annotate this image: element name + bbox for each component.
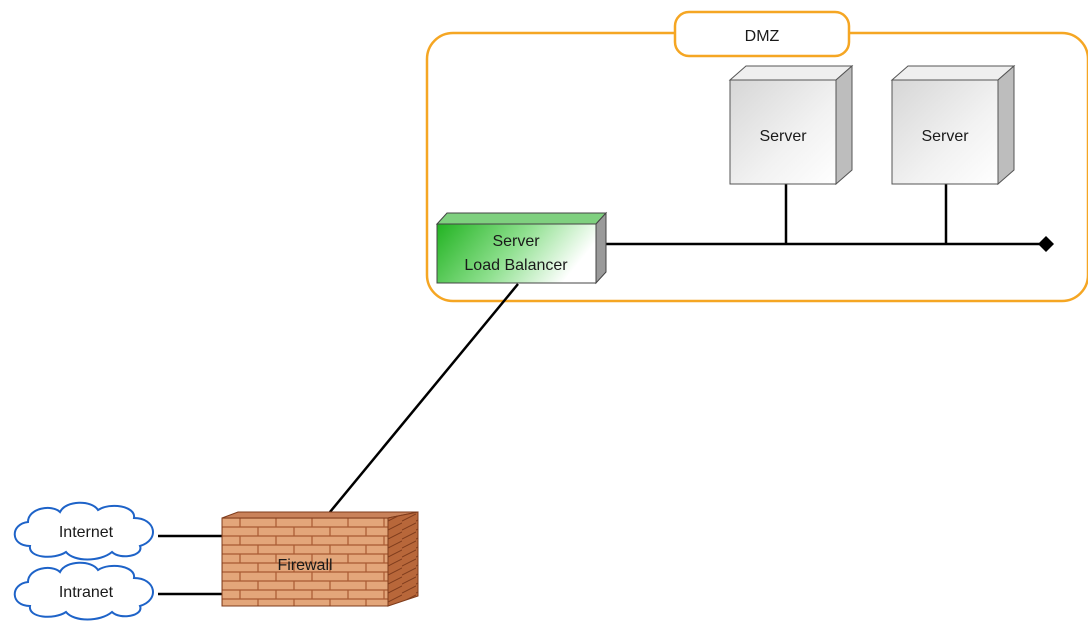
server-1-label: Server (759, 128, 807, 145)
load-balancer[interactable]: Server Load Balancer (435, 211, 608, 285)
brick-wall-icon (221, 511, 419, 607)
server-box-icon (890, 64, 1016, 186)
firewall-label: Firewall (277, 557, 332, 574)
load-balancer-label-line1: Server (492, 233, 540, 250)
firewall[interactable]: Firewall (221, 511, 419, 607)
dmz-label: DMZ (745, 28, 780, 45)
intranet-label: Intranet (59, 584, 114, 601)
server-1[interactable]: Server (728, 64, 854, 186)
server-box-icon (728, 64, 854, 186)
internet-label: Internet (59, 524, 114, 541)
internet-cloud[interactable]: Internet (13, 501, 154, 561)
server-2-label: Server (921, 128, 969, 145)
intranet-cloud[interactable]: Intranet (13, 561, 154, 621)
load-balancer-box-icon (435, 211, 608, 285)
cloud-icon (13, 561, 154, 621)
bus-terminator-icon (1038, 236, 1054, 252)
dmz-label-box (673, 10, 851, 58)
firewall-to-load-balancer-link (329, 283, 519, 513)
cloud-icon (13, 501, 154, 561)
load-balancer-label-line2: Load Balancer (464, 257, 568, 274)
connections (158, 183, 1044, 596)
server-2[interactable]: Server (890, 64, 1016, 186)
dmz-zone: DMZ (425, 10, 1088, 303)
